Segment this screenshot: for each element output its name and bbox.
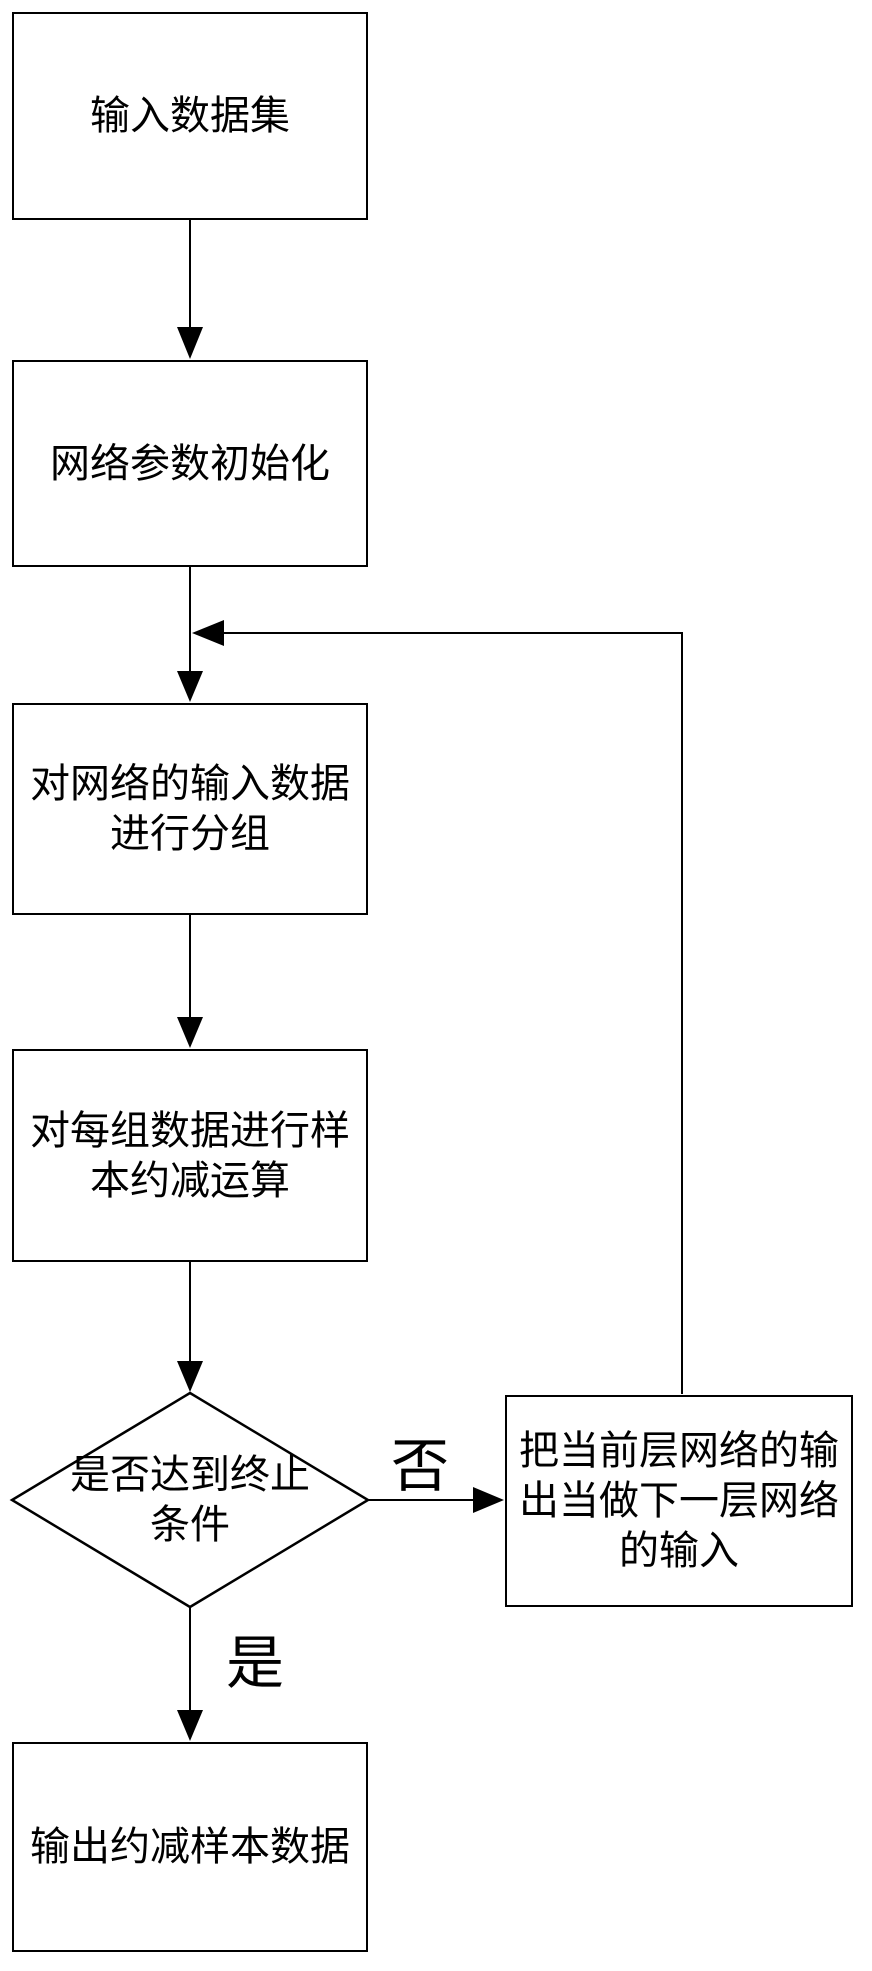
node-feedback-label-line1: 把当前层网络的输: [519, 1428, 839, 1473]
arrowhead-down-icon: [177, 327, 203, 359]
arrowhead-left-icon: [192, 620, 224, 646]
node-reduce: 对每组数据进行样 本约减运算: [12, 1049, 368, 1262]
node-feedback-label-line2: 出当做下一层网络: [519, 1478, 839, 1523]
arrowhead-down-icon: [177, 1361, 203, 1392]
node-group-label-line2: 进行分组: [110, 811, 270, 856]
arrowhead-down-icon: [177, 671, 203, 702]
node-decision: 是否达到终止 条件: [12, 1393, 368, 1607]
node-reduce-label-line2: 本约减运算: [90, 1157, 290, 1203]
node-init: 网络参数初始化: [12, 360, 368, 567]
node-group-label-line1: 对网络的输入数据: [30, 761, 350, 806]
node-input-label: 输入数据集: [90, 93, 290, 138]
node-group: 对网络的输入数据 进行分组: [12, 703, 368, 915]
node-reduce-label-line1: 对每组数据进行样: [30, 1107, 350, 1153]
edge-label-no: 否: [390, 1434, 449, 1499]
node-init-label: 网络参数初始化: [50, 440, 330, 486]
node-feedback: 把当前层网络的输 出当做下一层网络 的输入: [505, 1395, 853, 1607]
node-decision-label-line1: 是否达到终止: [70, 1452, 310, 1497]
edge-label-yes: 是: [225, 1631, 284, 1696]
node-input: 输入数据集: [12, 12, 368, 220]
node-decision-label-line2: 条件: [150, 1502, 230, 1547]
node-feedback-label-line3: 的输入: [619, 1528, 739, 1573]
arrowhead-down-icon: [177, 1710, 203, 1741]
node-output-label: 输出约减样本数据: [30, 1824, 350, 1869]
node-output: 输出约减样本数据: [12, 1742, 368, 1952]
arrowhead-right-icon: [473, 1487, 504, 1513]
arrowhead-down-icon: [177, 1017, 203, 1048]
connector-feedback-loop: [220, 632, 683, 1394]
